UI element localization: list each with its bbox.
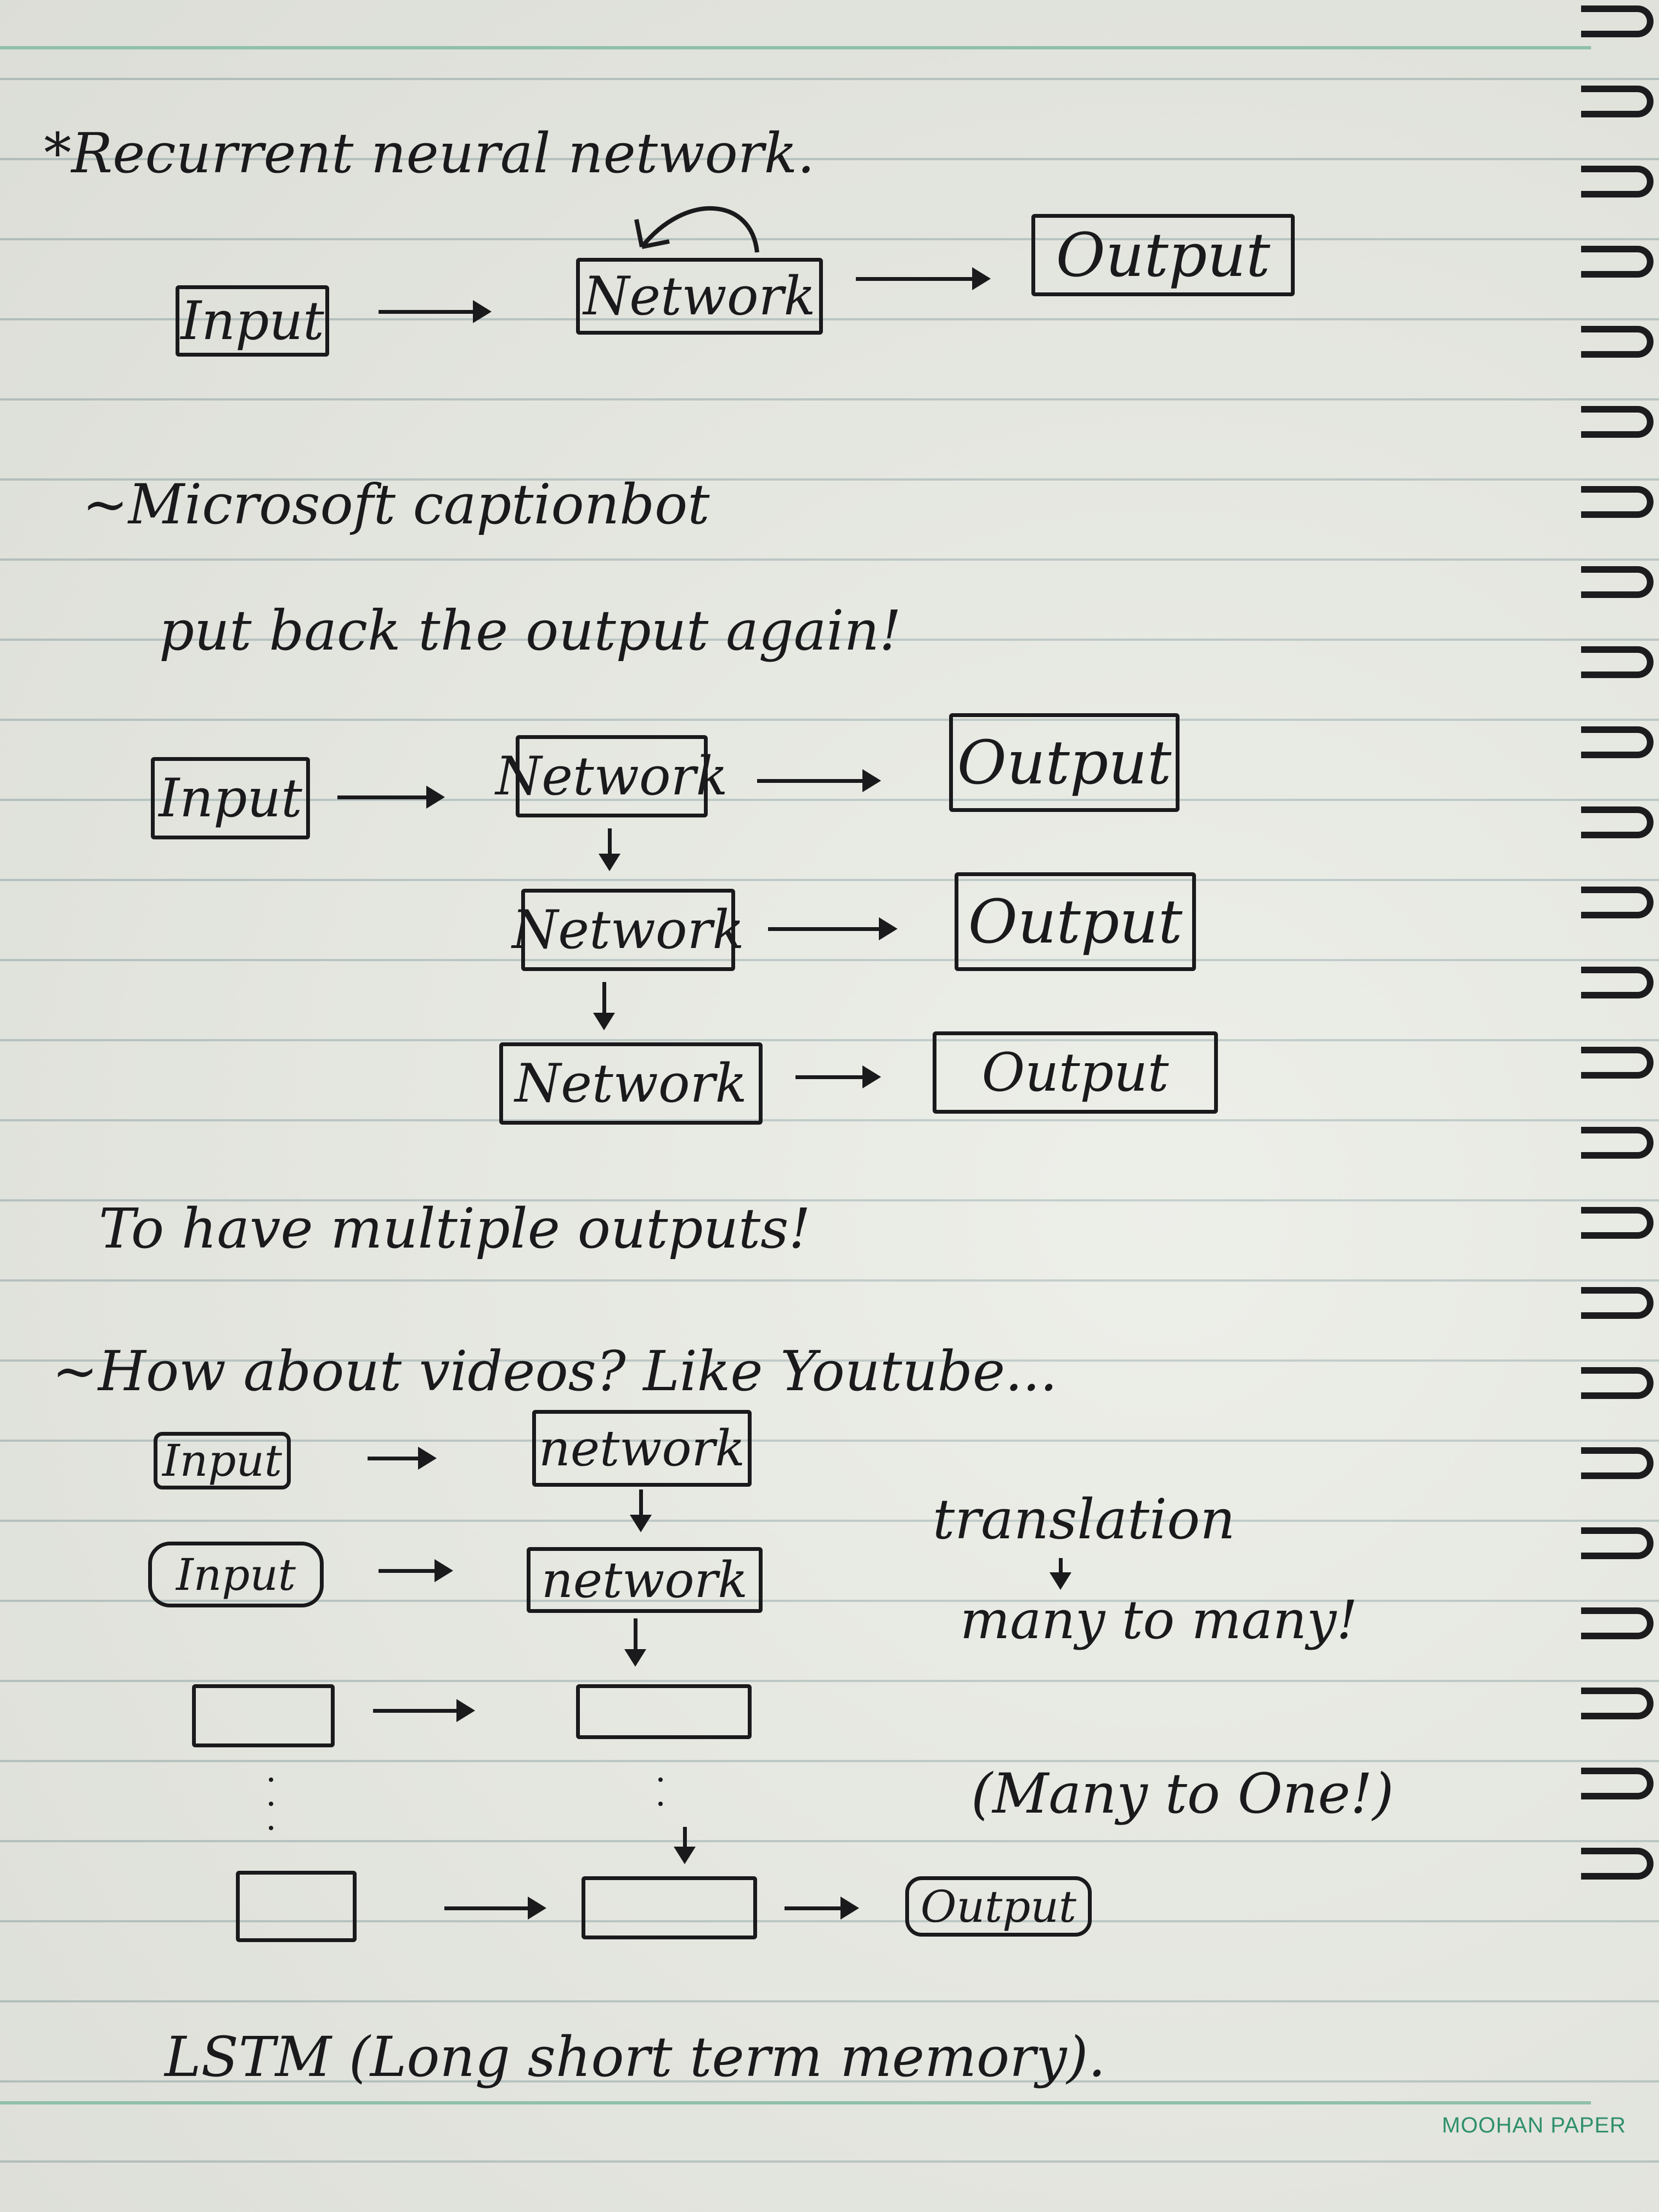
diagram1-arrow-1 — [379, 300, 492, 323]
diagram2-output-box-2: Output — [955, 872, 1196, 971]
binding-ring — [1581, 1287, 1654, 1319]
brand-label: MOOHAN PAPER — [1442, 2113, 1626, 2137]
diagram2-arrow-out-1 — [757, 769, 881, 792]
diagram2-arrow-out-3 — [795, 1065, 881, 1088]
diagram2-input-box: Input — [151, 757, 310, 839]
diagram3-arrow-input-1 — [368, 1447, 437, 1470]
lstm-text: LSTM (Long short term memory). — [165, 2025, 1106, 2089]
binding-ring — [1581, 1527, 1654, 1559]
many-to-one-text: (Many to One!) — [971, 1762, 1394, 1826]
diagram3-arrow-input-2 — [379, 1559, 453, 1582]
spiral-binding — [1577, 0, 1659, 2212]
binding-ring — [1581, 1367, 1654, 1399]
diagram2-down-arrow-2 — [593, 982, 615, 1030]
diagram1-network-box: Network — [576, 258, 823, 335]
diagram3-blank-network-box-2 — [582, 1876, 757, 1939]
diagram3-input-box-1: Input — [154, 1432, 291, 1489]
diagram3-down-arrow-3 — [674, 1827, 696, 1864]
diagram2-network-box-2: Network — [512, 889, 744, 971]
binding-ring — [1581, 86, 1654, 117]
binding-ring — [1581, 566, 1654, 598]
diagram2-output-box-1: Output — [949, 713, 1180, 812]
diagram1-arrow-2 — [856, 267, 991, 290]
diagram3-arrow-blank-1 — [373, 1699, 475, 1722]
diagram1-output-box: Output — [1031, 214, 1295, 296]
binding-ring — [1581, 1127, 1654, 1159]
binding-ring — [1581, 1447, 1654, 1479]
bottom-margin-line — [0, 2101, 1591, 2104]
binding-ring — [1581, 1607, 1654, 1639]
binding-ring — [1581, 646, 1654, 678]
videos-text: ~How about videos? Like Youtube... — [52, 1339, 1058, 1403]
diagram3-network-box-2: network — [527, 1547, 763, 1613]
diagram3-network-box-1: network — [532, 1410, 752, 1487]
diagram2-network-box-3: Network — [499, 1042, 763, 1125]
translation-text: translation — [933, 1487, 1235, 1551]
diagram2-output-box-3: Output — [933, 1031, 1218, 1114]
diagram2-arrow-out-2 — [768, 917, 898, 940]
binding-ring — [1581, 166, 1654, 198]
diagram3-continuation-dots-right — [658, 1778, 663, 1826]
diagram3-arrow-blank-2 — [444, 1897, 546, 1920]
diagram3-continuation-dots-left — [269, 1778, 273, 1850]
diagram3-blank-input-box-2 — [236, 1871, 357, 1942]
diagram3-blank-network-box-1 — [576, 1684, 752, 1739]
captionbot-text: ~Microsoft captionbot — [82, 472, 710, 537]
diagram3-output-box: Output — [905, 1876, 1092, 1937]
diagram2-network-box-1: Network — [495, 735, 728, 817]
diagram2-down-arrow-1 — [599, 828, 620, 871]
put-back-text: put back the output again! — [159, 599, 901, 663]
binding-ring — [1581, 246, 1654, 278]
diagram3-down-arrow-2 — [624, 1618, 646, 1667]
diagram1-input-box: Input — [176, 285, 329, 357]
binding-ring — [1581, 726, 1654, 758]
binding-ring — [1581, 806, 1654, 838]
top-margin-line — [0, 46, 1591, 49]
diagram3-arrow-output — [785, 1897, 859, 1920]
binding-ring — [1581, 486, 1654, 518]
many-to-many-text: many to many! — [960, 1589, 1358, 1651]
diagram2-arrow-input — [337, 786, 445, 809]
binding-ring — [1581, 1848, 1654, 1880]
binding-ring — [1581, 887, 1654, 918]
binding-ring — [1581, 1768, 1654, 1799]
title-text: *Recurrent neural network. — [44, 121, 815, 185]
translation-down-arrow — [1049, 1558, 1071, 1590]
binding-ring — [1581, 1207, 1654, 1239]
binding-ring — [1581, 1047, 1654, 1079]
binding-ring — [1581, 1688, 1654, 1719]
diagram3-input-box-2: Input — [148, 1542, 324, 1607]
multiple-outputs-text: To have multiple outputs! — [99, 1197, 811, 1261]
binding-ring — [1581, 5, 1654, 37]
binding-ring — [1581, 967, 1654, 998]
binding-ring — [1581, 406, 1654, 438]
diagram3-down-arrow-1 — [630, 1489, 652, 1532]
binding-ring — [1581, 326, 1654, 358]
diagram1-loop-arrow — [634, 206, 759, 253]
diagram3-blank-input-box-1 — [192, 1684, 335, 1747]
